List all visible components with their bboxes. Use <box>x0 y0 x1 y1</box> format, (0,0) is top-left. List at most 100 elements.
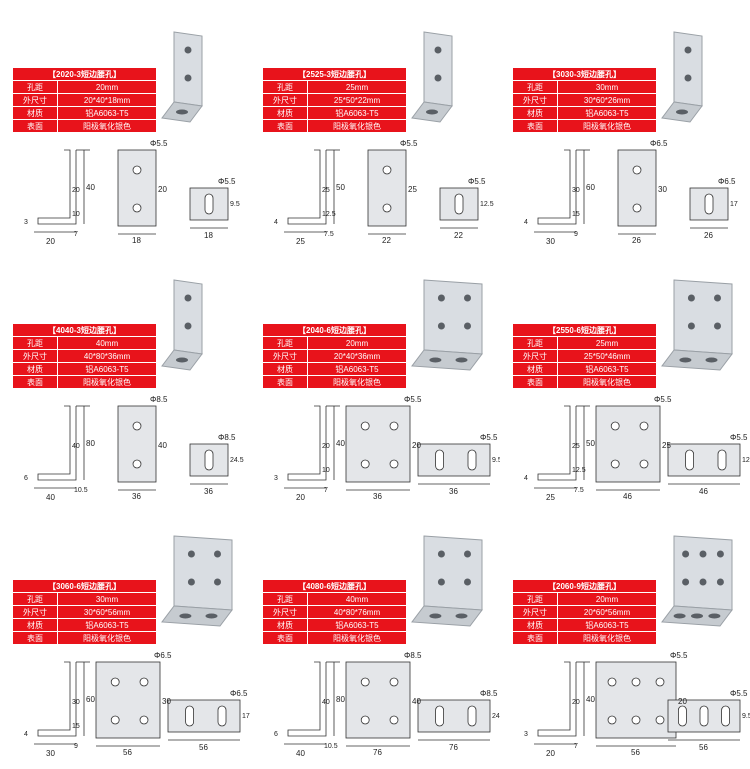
dim-height-upper: 40 <box>72 443 80 450</box>
spec-label-material: 材质 <box>12 618 58 632</box>
hole-icon <box>382 203 392 213</box>
dim-slot-pitch: 24.5 <box>230 457 244 464</box>
product-title: 【2550-6短边腰孔】 <box>512 323 657 337</box>
dim-thickness: 4 <box>524 219 528 226</box>
spec-label-spacing: 孔距 <box>12 592 58 606</box>
spec-label-size: 外尺寸 <box>12 605 58 619</box>
hole-icon <box>132 459 142 469</box>
dim-height-total: 40 <box>336 439 345 448</box>
product-title: 【3030-3短边腰孔】 <box>512 67 657 81</box>
hole-icon <box>132 203 142 213</box>
bracket-vertical-face <box>423 31 453 107</box>
spec-label-material: 材质 <box>512 618 558 632</box>
hole-icon <box>389 715 399 725</box>
front-view-plate <box>345 661 411 739</box>
spec-value-size: 25*50*22mm <box>307 93 407 107</box>
dim-thickness: 4 <box>24 731 28 738</box>
hole-icon <box>639 421 649 431</box>
dim-base-length: 40 <box>46 493 55 502</box>
dim-base-offset: 10.5 <box>74 487 88 494</box>
dim-slot-diameter: Φ8.5 <box>480 689 498 698</box>
spec-value-spacing: 20mm <box>557 592 657 606</box>
dim-hole-diameter: Φ8.5 <box>404 652 422 660</box>
spec-label-material: 材质 <box>12 362 58 376</box>
hole-icon <box>687 322 695 330</box>
hole-icon <box>184 46 192 54</box>
product-title: 【4040-3短边腰孔】 <box>12 323 157 337</box>
hole-icon <box>187 578 195 586</box>
hole-icon <box>610 459 620 469</box>
dim-height-lower: 10 <box>322 467 330 474</box>
dim-base-length: 20 <box>296 493 305 502</box>
dim-width-top: 36 <box>204 487 213 496</box>
spec-value-material: 铝A6063-T5 <box>307 618 407 632</box>
dim-hole-diameter: Φ6.5 <box>154 652 172 660</box>
spec-label-size: 外尺寸 <box>512 349 558 363</box>
spec-value-surface: 阳极氧化银色 <box>307 631 407 645</box>
spec-value-size: 20*40*36mm <box>307 349 407 363</box>
dim-base-offset: 9 <box>74 743 78 750</box>
dim-hole-pitch: 40 <box>158 441 167 450</box>
slot-icon <box>717 449 727 471</box>
hole-icon <box>382 165 392 175</box>
spec-value-spacing: 20mm <box>57 80 157 94</box>
dim-hole-pitch: 40 <box>412 697 421 706</box>
spec-label-spacing: 孔距 <box>262 80 308 94</box>
dim-slot-pitch: 9.5 <box>492 457 500 464</box>
slot-icon <box>677 705 687 727</box>
slot-icon <box>176 109 188 115</box>
spec-label-spacing: 孔距 <box>512 336 558 350</box>
spec-label-size: 外尺寸 <box>262 349 308 363</box>
bracket-base-face <box>661 349 733 371</box>
dim-height-upper: 40 <box>322 699 330 706</box>
front-view-plate <box>367 149 407 227</box>
product-title: 【2020-3短边腰孔】 <box>12 67 157 81</box>
bracket-vertical-face <box>673 279 733 355</box>
spec-value-spacing: 40mm <box>57 336 157 350</box>
dim-slot-pitch: 12.5 <box>480 201 494 208</box>
dim-height-upper: 30 <box>72 699 80 706</box>
hole-icon <box>389 677 399 687</box>
dim-height-total: 60 <box>586 183 595 192</box>
slot-icon <box>435 705 445 727</box>
spec-value-material: 铝A6063-T5 <box>57 106 157 120</box>
spec-value-size: 40*80*76mm <box>307 605 407 619</box>
hole-icon <box>684 74 692 82</box>
slot-icon <box>185 705 195 727</box>
spec-value-material: 铝A6063-T5 <box>307 362 407 376</box>
dim-base-offset: 7 <box>324 487 328 494</box>
front-view-plate <box>345 405 411 483</box>
slot-icon <box>454 193 464 215</box>
dim-base-offset: 7 <box>574 743 578 750</box>
spec-label-size: 外尺寸 <box>512 605 558 619</box>
dim-hole-diameter: Φ5.5 <box>670 652 688 660</box>
dim-width-front: 36 <box>132 492 141 501</box>
dim-hole-diameter: Φ5.5 <box>150 140 168 148</box>
dim-height-total: 60 <box>86 695 95 704</box>
dim-hole-diameter: Φ5.5 <box>400 140 418 148</box>
spec-label-material: 材质 <box>262 618 308 632</box>
dim-base-offset: 10.5 <box>324 743 338 750</box>
dim-height-total: 40 <box>586 695 595 704</box>
slot-icon <box>721 705 731 727</box>
spec-value-size: 30*60*56mm <box>57 605 157 619</box>
spec-value-surface: 阳极氧化银色 <box>57 631 157 645</box>
hole-icon <box>110 677 120 687</box>
dim-thickness: 3 <box>24 219 28 226</box>
front-view-plate <box>117 149 157 227</box>
dim-base-length: 30 <box>546 237 555 246</box>
slot-icon <box>179 613 192 619</box>
spec-value-spacing: 20mm <box>307 336 407 350</box>
spec-label-size: 外尺寸 <box>12 349 58 363</box>
dim-height-lower: 10 <box>72 211 80 218</box>
bracket-vertical-face <box>173 535 233 611</box>
spec-value-size: 25*50*46mm <box>557 349 657 363</box>
dim-width-top: 22 <box>454 231 463 240</box>
hole-icon <box>437 322 445 330</box>
